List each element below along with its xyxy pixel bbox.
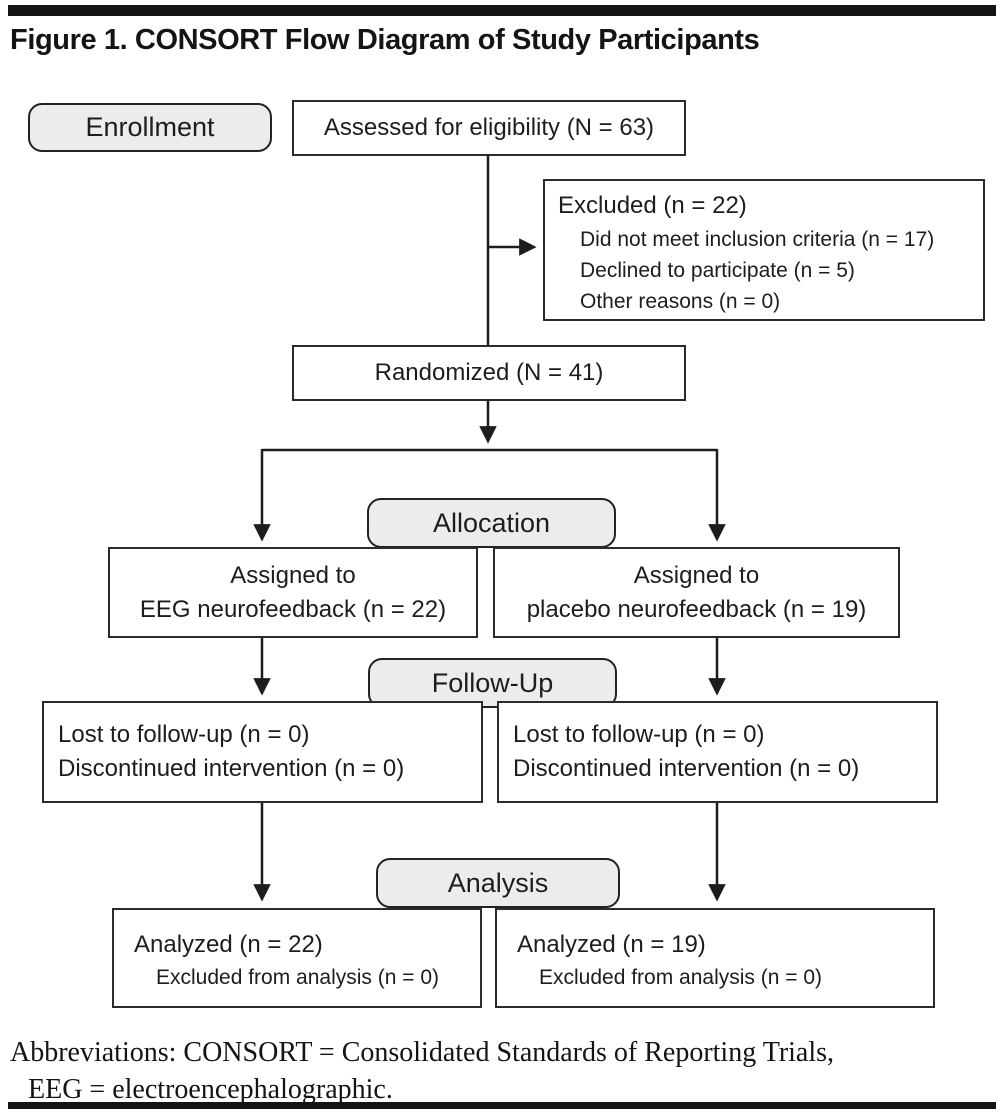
randomized-box: Randomized (N = 41) xyxy=(292,345,686,401)
abbreviations-line1: Abbreviations: CONSORT = Consolidated St… xyxy=(10,1037,835,1068)
bottom-rule xyxy=(8,1102,996,1109)
analysis-label-text: Analysis xyxy=(447,867,549,898)
assigned-placebo-line2: placebo neurofeedback (n = 19) xyxy=(526,595,867,623)
abbreviations-line2: EEG = electroencephalographic. xyxy=(28,1074,393,1105)
analyzed-right-sub: Excluded from analysis (n = 0) xyxy=(539,966,823,989)
assigned-eeg-line2: EEG neurofeedback (n = 22) xyxy=(139,595,447,623)
enrollment-label: Enrollment xyxy=(28,103,272,152)
assigned-eeg-line1: Assigned to xyxy=(230,561,356,589)
followup-right-line1: Lost to follow-up (n = 0) xyxy=(513,721,765,748)
assigned-placebo-box: Assigned to placebo neurofeedback (n = 1… xyxy=(493,547,900,638)
followup-right-line2: Discontinued intervention (n = 0) xyxy=(513,755,860,782)
assessed-box: Assessed for eligibility (N = 63) xyxy=(292,100,686,156)
assigned-eeg-box: Assigned to EEG neurofeedback (n = 22) xyxy=(108,547,478,638)
enrollment-label-text: Enrollment xyxy=(85,112,215,142)
excluded-item: Declined to participate (n = 5) xyxy=(580,259,855,282)
followup-left-line1: Lost to follow-up (n = 0) xyxy=(58,721,310,748)
allocation-label: Allocation xyxy=(367,498,616,548)
excluded-item: Did not meet inclusion criteria (n = 17) xyxy=(580,228,935,251)
followup-label: Follow-Up xyxy=(368,658,617,708)
excluded-item: Other reasons (n = 0) xyxy=(580,290,781,313)
allocation-label-text: Allocation xyxy=(432,507,551,538)
analysis-label: Analysis xyxy=(376,858,620,908)
randomized-box-text: Randomized (N = 41) xyxy=(374,359,604,386)
analyzed-right-box: Analyzed (n = 19) Excluded from analysis… xyxy=(495,908,935,1008)
excluded-title: Excluded (n = 22) xyxy=(558,192,747,219)
top-rule xyxy=(8,5,996,16)
assigned-placebo-line1: Assigned to xyxy=(633,561,760,589)
analyzed-right-title: Analyzed (n = 19) xyxy=(517,931,706,958)
analyzed-left-box: Analyzed (n = 22) Excluded from analysis… xyxy=(112,908,482,1008)
analyzed-left-title: Analyzed (n = 22) xyxy=(134,931,323,958)
figure-title: Figure 1. CONSORT Flow Diagram of Study … xyxy=(10,24,760,56)
excluded-box: Excluded (n = 22) Did not meet inclusion… xyxy=(543,179,985,321)
followup-right-box: Lost to follow-up (n = 0) Discontinued i… xyxy=(497,701,938,803)
assessed-box-text: Assessed for eligibility (N = 63) xyxy=(323,114,655,141)
abbreviations-note: Abbreviations: CONSORT = Consolidated St… xyxy=(10,1034,995,1108)
followup-left-line2: Discontinued intervention (n = 0) xyxy=(58,755,405,782)
followup-label-text: Follow-Up xyxy=(431,667,554,698)
analyzed-left-sub: Excluded from analysis (n = 0) xyxy=(156,966,440,989)
followup-left-box: Lost to follow-up (n = 0) Discontinued i… xyxy=(42,701,483,803)
